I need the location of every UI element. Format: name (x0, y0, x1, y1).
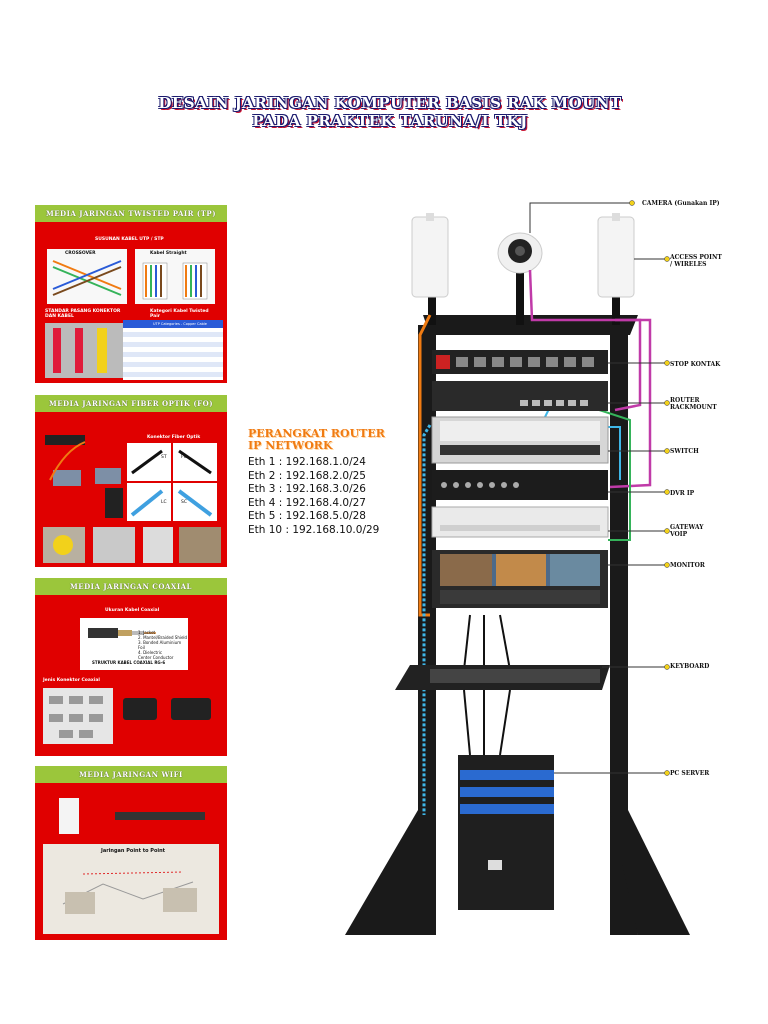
gateway-voip (431, 506, 609, 538)
fiber-lc-label: LC (161, 500, 167, 505)
coaxial-part-3: 3. Bonded Aluminium Foil (138, 640, 182, 650)
label-switch: SWITCH (670, 448, 699, 455)
utp-stp-label: SUSUNAN KABEL UTP / STP (95, 237, 164, 242)
panel-twisted-pair-heading: MEDIA JARINGAN TWISTED PAIR (TP) (35, 205, 227, 223)
label-monitor: MONITOR (670, 562, 705, 569)
fiber-fc-label: FC (181, 455, 187, 460)
ip-title-2: IP NETWORK (248, 439, 333, 453)
point-to-point-diagram: Jaringan Point to Point (43, 844, 219, 934)
ip-camera (497, 232, 543, 274)
label-pc-server: PC SERVER (670, 770, 710, 777)
router-ip-network: PERANGKAT ROUTER IP NETWORK Eth 1 : 192.… (248, 427, 423, 537)
cable-diagram (47, 249, 215, 304)
crossover-label: CROSSOVER (65, 251, 96, 256)
page-title-line-2: PADA PRAKTEK TARUNA/I TKJ (252, 112, 528, 130)
coaxial-structure-label: STRUKTUR KABEL COAXIAL RG-6 (92, 660, 166, 665)
pc-server (458, 755, 554, 910)
ip-eth3: Eth 3 : 192.168.3.0/26 (248, 483, 366, 496)
utp-category-table (123, 320, 223, 380)
coaxial-structure-box: 1. Jacket 2. Mantel/Braided Shield 3. Bo… (80, 618, 188, 670)
ip-eth1: Eth 1 : 192.168.1.0/24 (248, 456, 366, 469)
wifi-devices (59, 798, 205, 834)
fiber-equipment (45, 435, 123, 518)
fiber-sc-label: SC (181, 500, 187, 505)
fiber-photos (43, 527, 221, 563)
panel-wifi-heading: MEDIA JARINGAN WIFI (35, 766, 227, 784)
page-title-line-1: DESAIN JARINGAN KOMPUTER BASIS RAK MOUNT (158, 94, 622, 112)
panel-twisted-pair: MEDIA JARINGAN TWISTED PAIR (TP) SUSUNAN… (35, 205, 227, 383)
fiber-st-label: ST (161, 455, 167, 460)
monitor (432, 550, 608, 608)
ip-eth5: Eth 5 : 192.168.5.0/28 (248, 510, 366, 523)
point-to-point-title: Jaringan Point to Point (101, 848, 166, 854)
panel-fiber-optic: MEDIA JARINGAN FIBER OPTIK (FO) Konektor… (35, 395, 227, 567)
panel-coaxial-heading: MEDIA JARINGAN COAXIAL (35, 578, 227, 596)
category-label: Kategori Kabel Twisted Pair (150, 309, 209, 319)
coaxial-connector-photos (43, 688, 211, 744)
straight-label: Kabel Straight (150, 251, 187, 256)
keyboard-shelf (395, 665, 610, 690)
coaxial-size-label: Ukuran Kabel Coaxial (105, 608, 160, 613)
label-access-point-line-1: ACCESS POINT (670, 254, 722, 261)
fiber-connector-grid (127, 443, 217, 521)
label-gateway-line-2: VOIP (670, 531, 688, 539)
panel-fiber-optic-heading: MEDIA JARINGAN FIBER OPTIK (FO) (35, 395, 227, 413)
ip-eth2: Eth 2 : 192.168.2.0/25 (248, 469, 366, 482)
label-stop-kontak: STOP KONTAK (670, 361, 721, 368)
connector-photo (45, 323, 125, 378)
rack-frame (345, 315, 690, 935)
label-gateway-line-1: GATEWAY (670, 524, 704, 531)
panel-wifi: MEDIA JARINGAN WIFI Jaringan Point to Po… (35, 766, 227, 940)
rack-diagram (345, 200, 690, 935)
ip-eth10: Eth 10 : 192.168.10.0/29 (248, 523, 380, 536)
coaxial-connectors-label: Jenis Konektor Coaxial (43, 678, 100, 683)
dvr-ip (432, 470, 608, 500)
ip-title-1: PERANGKAT ROUTER (248, 427, 385, 440)
label-access-point: ACCESS POINT / WIRELES (670, 254, 722, 268)
coaxial-part-4: 4. Dielectric (138, 650, 163, 655)
network-switch (431, 416, 609, 464)
label-gateway: GATEWAY VOIP (670, 524, 703, 538)
access-point-left (411, 213, 449, 298)
label-access-point-line-2: / WIRELES (670, 261, 707, 269)
label-router-line-2: RACKMOUNT (670, 404, 717, 412)
label-router: ROUTER RACKMOUNT (670, 397, 717, 411)
panel-coaxial: MEDIA JARINGAN COAXIAL Ukuran Kabel Coax… (35, 578, 227, 756)
coaxial-parts: 1. Jacket 2. Mantel/Braided Shield 3. Bo… (138, 630, 188, 660)
coaxial-part-1: 1. Jacket (138, 630, 156, 635)
coaxial-part-2: 2. Mantel/Braided Shield (138, 635, 188, 640)
label-dvr: DVR IP (670, 490, 695, 497)
router-rackmount (432, 381, 608, 411)
table-title: UTP Categories - Copper Cable (153, 322, 207, 326)
power-strip (432, 350, 608, 374)
label-keyboard: KEYBOARD (670, 663, 710, 670)
access-point-right (597, 213, 635, 298)
connector-label: STANDAR PASANG KONEKTOR DAN KABEL (45, 309, 121, 319)
label-camera: CAMERA (Gunakan IP) (642, 200, 720, 207)
label-router-line-1: ROUTER (670, 397, 700, 404)
ip-eth4: Eth 4 : 192.168.4.0/27 (248, 496, 366, 509)
fiber-connectors-title: Konektor Fiber Optik (147, 435, 201, 440)
coaxial-part-5: Center Conductor (138, 655, 174, 660)
